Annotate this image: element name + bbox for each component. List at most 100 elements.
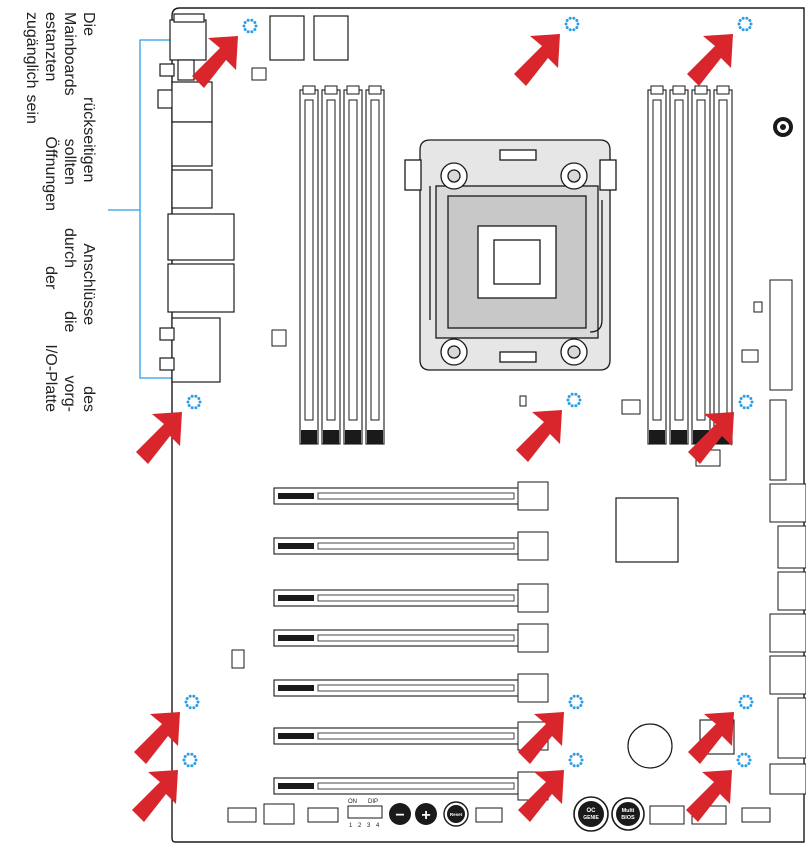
pcie-slot-pins: [317, 782, 515, 790]
jumper-right: [753, 301, 763, 313]
memory-slot: [299, 85, 319, 445]
screw-dot: [744, 752, 748, 756]
screw-dot: [742, 694, 746, 698]
screw-dot: [254, 24, 258, 28]
memory-slot-clip: [324, 85, 338, 95]
screw-dot: [188, 694, 192, 698]
dotted-circle-icon: [186, 394, 202, 410]
screw-dot: [186, 752, 190, 756]
io-panel: [157, 13, 235, 383]
screw-dot: [572, 764, 576, 768]
screw-dot: [569, 754, 573, 758]
screw-dot: [190, 752, 194, 756]
pcie-slot-latch: [517, 531, 549, 561]
red-arrow-icon: [518, 712, 564, 764]
dotted-circle-icon: [736, 752, 752, 768]
memory-slot-channel: [718, 99, 728, 421]
screw-dot: [565, 18, 569, 22]
multi-bios-label-1: Multi: [622, 808, 635, 814]
pcie-slot-latch: [517, 481, 549, 511]
screw-dot: [737, 22, 741, 26]
screw-dot: [567, 394, 571, 398]
pcie-slot: [273, 673, 549, 703]
memory-slot-clip: [346, 85, 360, 95]
screw-dot: [580, 758, 584, 762]
screw-dot: [196, 700, 200, 704]
screw-dot: [741, 28, 745, 32]
pcie-slot-pins: [317, 594, 515, 602]
dotted-circle-icon: [566, 392, 582, 408]
screw-dot: [747, 762, 751, 766]
screw-dot: [570, 404, 574, 408]
dotted-circle-icon: [564, 16, 580, 32]
memory-slot: [365, 85, 385, 445]
screw-dot: [250, 18, 254, 22]
screw-dot: [747, 754, 751, 758]
red-arrow-icon: [136, 412, 182, 464]
memory-slot-latch: [671, 430, 687, 444]
screw-dot: [738, 18, 742, 22]
memory-slot-latch: [367, 430, 383, 444]
screw-dot: [746, 406, 750, 410]
memory-slot: [647, 85, 667, 445]
screw-dot: [187, 404, 191, 408]
pcie-slot-key-short: [278, 783, 314, 789]
pcie-slot: [273, 481, 549, 511]
pcie-slot-pins: [317, 684, 515, 692]
screw-dot: [742, 394, 746, 398]
screw-dot: [737, 754, 741, 758]
screw-dot: [185, 704, 189, 708]
jumper: [519, 395, 527, 407]
screw-dot: [250, 30, 254, 34]
dotted-circle-icon: [242, 18, 258, 34]
screw-dot: [739, 396, 743, 400]
memory-slot-clip: [694, 85, 708, 95]
screw-dot: [739, 404, 743, 408]
screw-dot: [567, 402, 571, 406]
pcie-slot-key-short: [278, 635, 314, 641]
screw-dot: [736, 758, 740, 762]
red-arrow-icon: [686, 770, 732, 822]
memory-slot-channel: [348, 99, 358, 421]
memory-slot-latch: [649, 430, 665, 444]
oc-genie-label-1: OC: [587, 808, 597, 814]
screw-dot: [577, 394, 581, 398]
screw-dot: [566, 398, 570, 402]
screw-dot: [568, 28, 572, 32]
red-arrow-icon: [687, 34, 733, 86]
pcie-slot-pins: [317, 732, 515, 740]
screw-dot: [739, 704, 743, 708]
pcie-slot-latch: [517, 623, 549, 653]
screw-dot: [242, 24, 246, 28]
screw-dot: [576, 752, 580, 756]
memory-slot-channel: [674, 99, 684, 421]
screw-dot: [194, 758, 198, 762]
plus-button: [415, 803, 437, 825]
screw-dot: [572, 706, 576, 710]
screw-dot: [568, 700, 572, 704]
pcie-slot-pins: [317, 492, 515, 500]
screw-dot: [572, 28, 576, 32]
pcie-slot-key-short: [278, 595, 314, 601]
screw-dot: [183, 762, 187, 766]
screw-dot: [738, 26, 742, 30]
screw-dot: [568, 758, 572, 762]
screw-dot: [572, 752, 576, 756]
screw-dot: [746, 706, 750, 710]
dotted-circle-icon: [738, 394, 754, 410]
dip-pos-1: 1: [349, 823, 353, 829]
screw-dot: [195, 696, 199, 700]
dotted-circle-icon: [568, 752, 584, 768]
red-arrow-icon: [134, 712, 180, 764]
screw-dot: [579, 704, 583, 708]
screw-dot: [194, 406, 198, 410]
screw-dot: [565, 26, 569, 30]
screw-dot: [187, 396, 191, 400]
screw-dot: [183, 754, 187, 758]
screw-dot: [576, 764, 580, 768]
screw-dot: [737, 762, 741, 766]
screw-dot: [742, 406, 746, 410]
red-arrow-icon: [516, 410, 562, 462]
fan-headers: [231, 67, 759, 669]
memory-slot-channel: [326, 99, 336, 421]
